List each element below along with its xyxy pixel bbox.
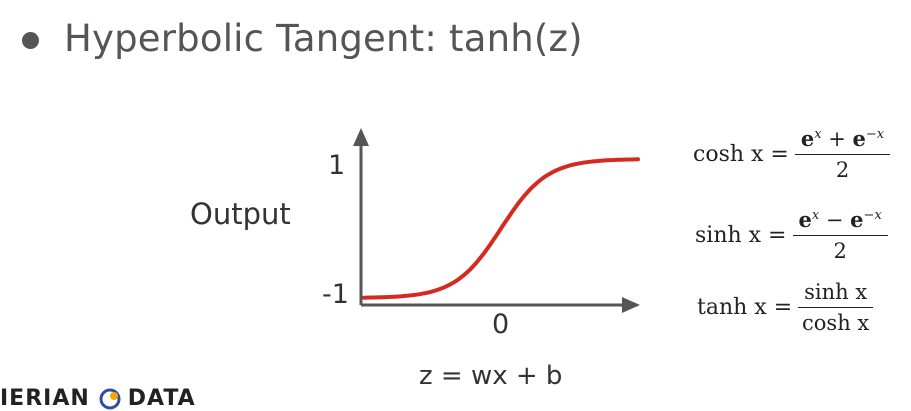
slide-title: Hyperbolic Tangent: tanh(z) [64, 16, 583, 60]
sinh-e1: e [798, 207, 812, 232]
sinh-denominator: 2 [833, 239, 847, 263]
x-axis-arrow [622, 297, 640, 313]
bullet-icon [22, 31, 39, 49]
cosh-lhs: cosh x = [693, 141, 789, 167]
y-axis-arrow [353, 128, 369, 146]
tanh-fraction: sinh x cosh x [798, 280, 874, 335]
sinh-formula: sinh x = ex − e−x 2 [695, 207, 888, 263]
tanh-formula: tanh x = sinh x cosh x [697, 280, 874, 335]
logo-left-text: IERIAN [0, 386, 90, 411]
cosh-numerator: ex + e−x [794, 126, 891, 155]
cosh-e2: e [852, 126, 866, 151]
sinh-fraction: ex − e−x 2 [792, 207, 888, 263]
tanh-lhs: tanh x = [697, 295, 793, 320]
title-row: Hyperbolic Tangent: tanh(z) [22, 8, 583, 68]
cosh-e1: e [800, 126, 815, 151]
x-tick-0: 0 [492, 309, 510, 340]
cosh-fraction: ex + e−x 2 [794, 126, 891, 182]
sinh-numerator: ex − e−x [792, 207, 888, 236]
logo-mark-icon [99, 388, 121, 409]
cosh-formula: cosh x = ex + e−x 2 [693, 126, 891, 182]
y-tick-1: 1 [328, 150, 346, 181]
logo-right-text: DATA [127, 386, 196, 411]
sinh-lhs: sinh x = [695, 222, 787, 248]
y-axis-label: Output [190, 197, 291, 231]
pierian-data-logo: IERIAN DATA [0, 386, 196, 411]
x-axis-label: z = wx + b [419, 361, 563, 391]
y-tick-neg1: -1 [322, 279, 349, 310]
tanh-curve [362, 157, 640, 300]
cosh-denominator: 2 [835, 158, 850, 182]
sinh-e2: e [850, 207, 864, 232]
tanh-numerator: sinh x [798, 280, 874, 308]
tanh-denominator: cosh x [802, 311, 870, 335]
